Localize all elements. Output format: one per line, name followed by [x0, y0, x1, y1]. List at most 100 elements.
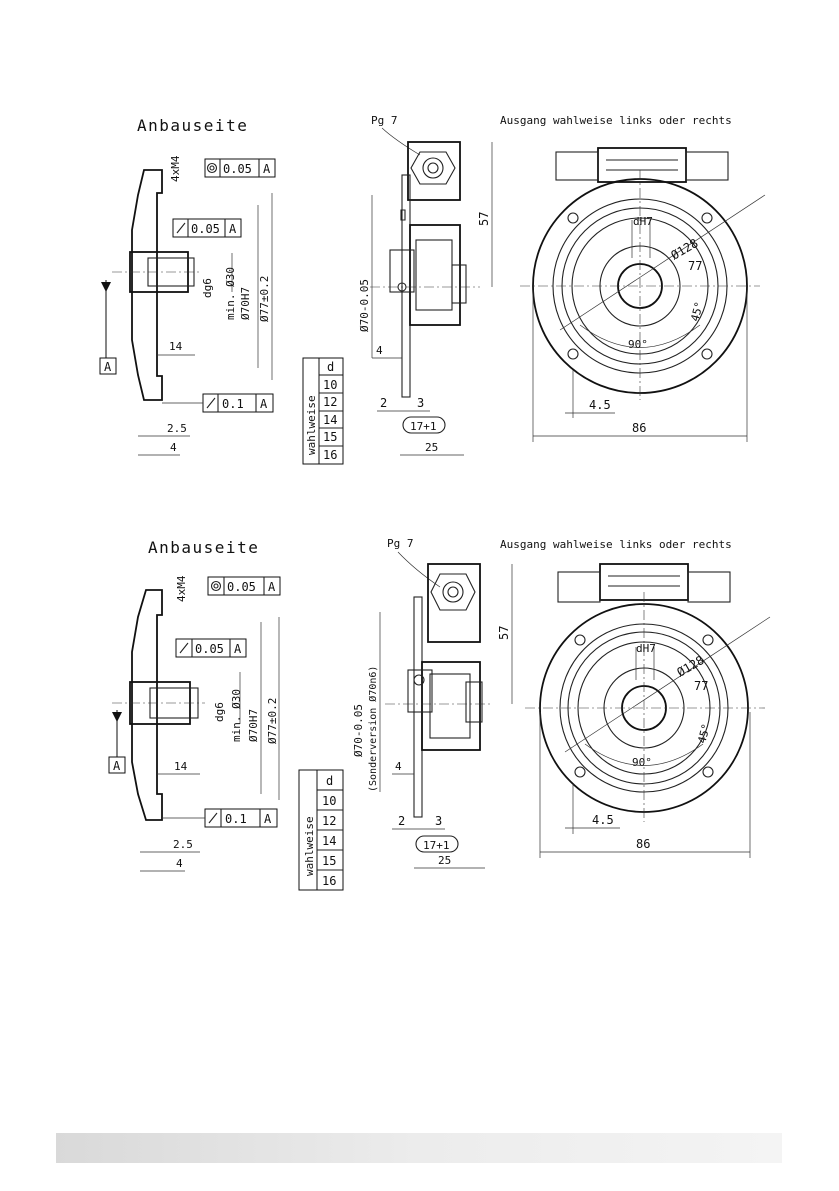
title-anbauseite: Anbauseite [148, 538, 259, 557]
encoder-body [421, 661, 481, 751]
svg-text:d: d [327, 360, 334, 374]
svg-text:90°: 90° [632, 756, 652, 769]
svg-text:Ø70H7: Ø70H7 [239, 287, 252, 320]
svg-text:90°: 90° [628, 338, 648, 351]
side-view: A 0.05 A 0.05 A 0.1 A 4xM4 dg6 [99, 155, 276, 456]
svg-text:16: 16 [322, 874, 336, 888]
svg-text:A: A [263, 162, 271, 176]
svg-text:2.5: 2.5 [167, 422, 187, 435]
svg-text:wahlweise: wahlweise [305, 395, 318, 455]
svg-text:d: d [326, 774, 333, 788]
svg-text:0.05: 0.05 [227, 580, 256, 594]
svg-text:4.5: 4.5 [589, 398, 611, 412]
svg-text:0.05: 0.05 [191, 222, 220, 236]
svg-text:4xM4: 4xM4 [175, 575, 188, 602]
svg-text:A: A [260, 397, 268, 411]
svg-text:Ø70H7: Ø70H7 [247, 709, 260, 742]
svg-text:12: 12 [322, 814, 336, 828]
svg-text:0.05: 0.05 [195, 642, 224, 656]
tolerance-runout-lower: 0.1 A [162, 808, 278, 828]
connector-housing [427, 563, 481, 643]
svg-text:A: A [268, 580, 276, 594]
svg-text:3: 3 [435, 814, 442, 828]
svg-text:dH7: dH7 [633, 215, 653, 228]
front-view: Ausgang wahlweise links oder rechts dH7 … [500, 538, 771, 858]
tolerance-runout-upper: 0.05 A [175, 638, 247, 658]
svg-text:77: 77 [694, 679, 708, 693]
svg-text:12: 12 [323, 395, 337, 409]
svg-text:dH7: dH7 [636, 642, 656, 655]
technical-drawing: Anbauseite A 0.05 A 0.05 A 0.1 [99, 114, 766, 465]
middle-view: Pg 7 Ø70-0.05 57 4 2 3 17+1 25 [358, 114, 493, 456]
svg-text:4: 4 [395, 760, 402, 773]
svg-text:57: 57 [477, 212, 491, 226]
footer-bar [56, 1133, 782, 1163]
svg-text:2.5: 2.5 [173, 838, 193, 851]
svg-text:0.1: 0.1 [225, 812, 247, 826]
diameter-table: wahlweise d 10 12 14 15 16 [298, 769, 344, 891]
svg-text:4: 4 [170, 441, 177, 454]
cable-gland-label: Pg 7 [387, 537, 414, 550]
tolerance-concentricity: 0.05 A [204, 158, 276, 178]
svg-text:4: 4 [176, 857, 183, 870]
middle-view: Pg 7 Ø70-0.05 (Sonderversion Ø70n6) 57 4… [352, 537, 513, 869]
svg-text:(Sonderversion Ø70n6): (Sonderversion Ø70n6) [367, 666, 379, 792]
output-note: Ausgang wahlweise links oder rechts [500, 538, 732, 551]
title-anbauseite: Anbauseite [137, 116, 248, 135]
svg-text:4: 4 [376, 344, 383, 357]
svg-text:45°: 45° [688, 300, 706, 323]
svg-text:min. Ø30: min. Ø30 [230, 689, 243, 742]
svg-text:Ø70-0.05: Ø70-0.05 [358, 279, 371, 332]
flange-plate [413, 596, 423, 818]
svg-text:0.1: 0.1 [222, 397, 244, 411]
datum-label: A [104, 360, 112, 374]
svg-text:10: 10 [322, 794, 336, 808]
svg-text:Ø77±0.2: Ø77±0.2 [266, 698, 279, 744]
svg-text:A: A [264, 812, 272, 826]
datum-label: A [113, 759, 121, 773]
svg-text:25: 25 [438, 854, 451, 867]
svg-text:4xM4: 4xM4 [169, 155, 182, 182]
datum-triangle [112, 712, 122, 722]
svg-text:17+1: 17+1 [423, 839, 450, 852]
svg-text:14: 14 [322, 834, 336, 848]
svg-text:14: 14 [323, 413, 337, 427]
datum-triangle [101, 282, 111, 292]
svg-text:25: 25 [425, 441, 438, 454]
technical-drawing-alt: Anbauseite A 0.05 A 0.05 A 0.1 A [108, 537, 771, 891]
svg-text:4.5: 4.5 [592, 813, 614, 827]
svg-text:14: 14 [174, 760, 188, 773]
svg-text:wahlweise: wahlweise [303, 816, 316, 876]
front-view: Ausgang wahlweise links oder rechts dH7 … [500, 114, 766, 442]
svg-text:2: 2 [398, 814, 405, 828]
svg-text:min. Ø30: min. Ø30 [224, 267, 237, 320]
side-view: A 0.05 A 0.05 A 0.1 A 4xM4 dg6 min. Ø [108, 575, 281, 872]
svg-text:3: 3 [417, 396, 424, 410]
svg-text:57: 57 [497, 626, 511, 640]
svg-text:15: 15 [322, 854, 336, 868]
svg-text:Ø70-0.05: Ø70-0.05 [352, 704, 365, 757]
svg-text:A: A [229, 222, 237, 236]
svg-text:dg6: dg6 [201, 278, 214, 298]
tolerance-concentricity: 0.05 A [207, 576, 281, 596]
svg-text:14: 14 [169, 340, 183, 353]
svg-text:2: 2 [380, 396, 387, 410]
drawing-top: Anbauseite A 0.05 A 0.05 A 0.1 [0, 100, 839, 480]
cable-gland-label: Pg 7 [371, 114, 398, 127]
svg-text:45°: 45° [695, 722, 713, 745]
svg-text:Ø77±0.2: Ø77±0.2 [258, 276, 271, 322]
svg-text:17+1: 17+1 [410, 420, 437, 433]
svg-text:86: 86 [636, 837, 650, 851]
encoder-body [409, 224, 461, 326]
connector-top [597, 147, 687, 183]
tolerance-runout-lower: 0.1 A [162, 393, 274, 413]
svg-text:10: 10 [323, 378, 337, 392]
svg-text:15: 15 [323, 430, 337, 444]
output-note: Ausgang wahlweise links oder rechts [500, 114, 732, 127]
svg-text:0.05: 0.05 [223, 162, 252, 176]
svg-text:77: 77 [688, 259, 702, 273]
connector-housing [407, 141, 461, 201]
svg-text:16: 16 [323, 448, 337, 462]
svg-text:dg6: dg6 [213, 702, 226, 722]
svg-text:A: A [234, 642, 242, 656]
